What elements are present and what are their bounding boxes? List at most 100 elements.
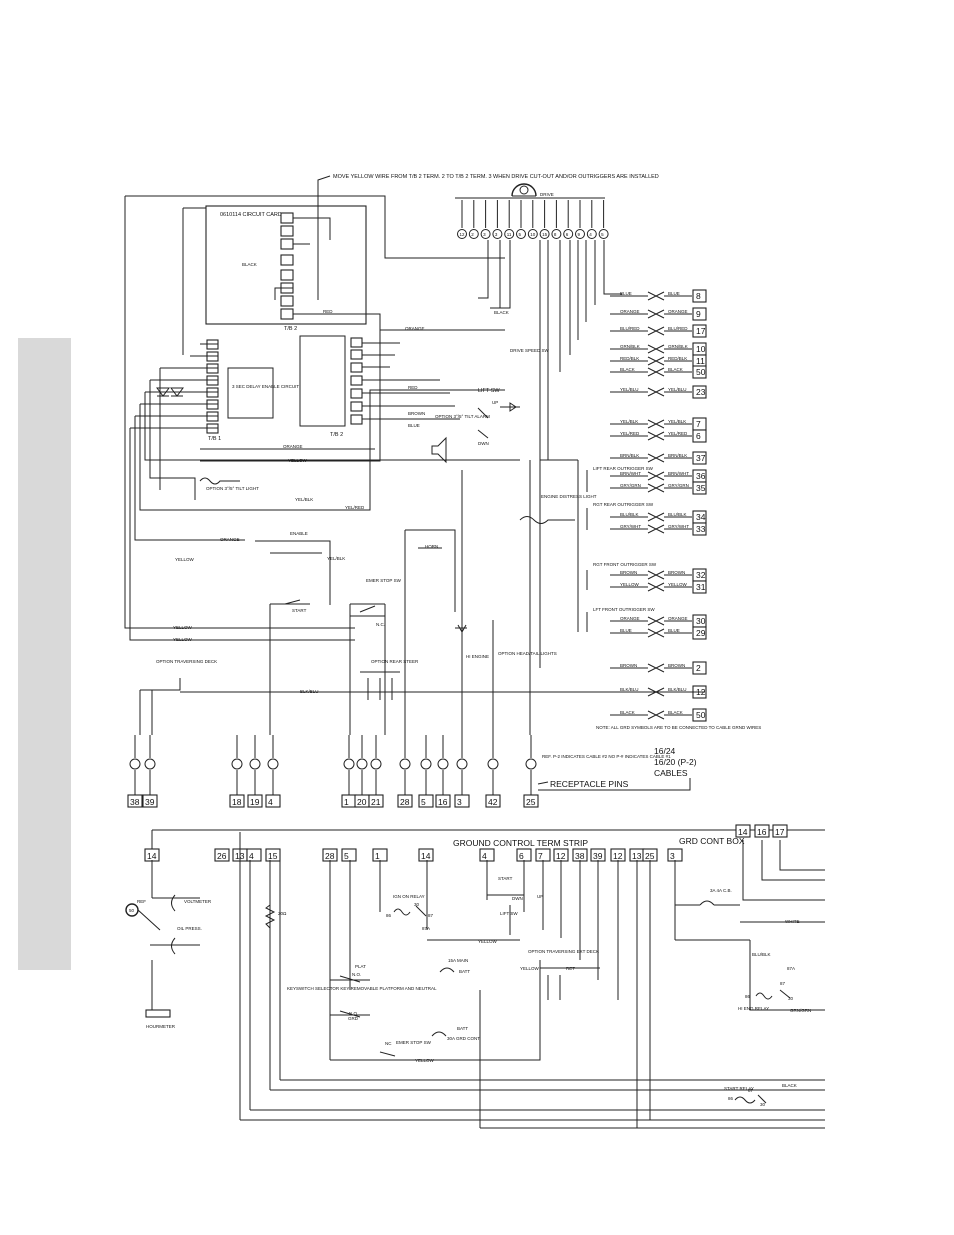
right-wire-label-2: YEL/BLU (668, 387, 687, 392)
lower-pin: 7 (535, 848, 551, 862)
right-wire-label-2: BLUE (668, 628, 680, 633)
right-pin-number: 17 (696, 326, 706, 336)
bottom-pin: 42 (485, 735, 501, 808)
right-wire-label: RED/BLK (620, 356, 639, 361)
lower-yellow-2: YELLOW (415, 1058, 435, 1063)
right-wire-label: YELLOW (620, 582, 640, 587)
right-terminal-row: BLU/RED BLU/RED 17 (610, 324, 707, 338)
hi-eng-relay: HI ENG RELAY (738, 1006, 769, 1011)
lower-pin: 6 (516, 848, 532, 862)
lower-yellow: YELLOW (478, 939, 498, 944)
wire-label-yelblk-2: YEL/BLK (327, 556, 345, 561)
cables-3: CABLES (654, 768, 688, 778)
drive-pin-number: 8 (554, 232, 557, 237)
tb2-label: T/B 2 (284, 326, 297, 332)
right-wire-label: BLUE (620, 628, 632, 633)
grn-grn-label: GRN/GRN (790, 1008, 811, 1013)
right-wire-label: GRY/GRN (620, 483, 641, 488)
tilt-light: OPTION 3°/5° TILT LIGHT (206, 486, 259, 491)
lower-pin: 4 (479, 848, 495, 862)
bottom-pin: 38 (127, 735, 143, 808)
bottom-pin: 16 (435, 735, 451, 808)
right-wire-label: BLU/RED (620, 326, 640, 331)
plat-label: PLAT (355, 964, 366, 969)
lower-pin: 12 (553, 848, 569, 862)
right-pin-number: 32 (696, 570, 706, 580)
wire-label-yellow-4: YELLOW (173, 637, 193, 642)
ref-pin: 50 (129, 908, 135, 913)
right-wire-label-2: BROWN (668, 663, 685, 668)
right-pin-number: 34 (696, 512, 706, 522)
drive-pin: 8 (551, 200, 562, 239)
hi-87: 87 (780, 981, 786, 986)
hi-engine-label: HI ENGINE (466, 654, 489, 659)
lower-pin-number: 1 (375, 851, 380, 861)
drive-pin-number: 11 (507, 232, 512, 237)
lower-pin-number: 4 (249, 851, 254, 861)
lift-up: UP (492, 400, 498, 405)
keyswitch-label: KEYSWITCH SELECTOR KEY REMOVABLE PLATFOR… (287, 986, 437, 991)
lower-dwn: DWN (512, 896, 523, 901)
right-wire-label: BLACK (620, 710, 635, 715)
right-wire-label-2: RED/BLK (668, 356, 687, 361)
bottom-pin-number: 42 (488, 797, 498, 807)
right-pin-number: 8 (696, 291, 701, 301)
voltmeter-label: VOLTMETER (184, 899, 212, 904)
wire-label-yellow: YELLOW (288, 458, 308, 463)
lower-pin: 39 (590, 848, 606, 862)
wire-label-yellow-2: YELLOW (175, 557, 195, 562)
drive-pin: 6 (563, 200, 574, 239)
resistor (264, 904, 276, 929)
lower-pin-number: 16 (757, 827, 767, 837)
hi-86: 86 (745, 994, 751, 999)
receptacle-pins: RECEPTACLE PINS (550, 779, 629, 789)
bottom-pin: 21 (368, 735, 384, 808)
right-pin-number: 29 (696, 628, 706, 638)
cables-2: 16/20 (P-2) (654, 757, 697, 767)
lower-pin-number: 12 (613, 851, 623, 861)
lower-pin-number: 5 (344, 851, 349, 861)
cb-right: 3A 4A C.B. (710, 888, 732, 893)
ref-note: REF. P-2 INDICATES CABLE #2 NO P-# INDIC… (542, 754, 671, 759)
cables-1: 16/24 (654, 746, 676, 756)
right-wire-label-2: YEL/BLK (668, 419, 686, 424)
wire-label-brown: BROWN (408, 411, 425, 416)
right-wire-label-2: BLU/RED (668, 326, 688, 331)
engine-distress: ENGINE DISTRESS LIGHT (541, 494, 597, 499)
lower-pin-number: 3 (670, 851, 675, 861)
right-pin-number: 31 (696, 582, 706, 592)
drive-pin: 15 (539, 200, 550, 239)
hourmeter-label: HOURMETER (146, 1024, 176, 1029)
card-label: 0610114 CIRCUIT CARD (220, 212, 282, 218)
lower-pin: 14 (735, 824, 751, 838)
right-wire-label: YEL/BLU (620, 387, 639, 392)
right-wire-label-2: BLK/BLU (668, 687, 687, 692)
drive-pin-number: 2 (471, 232, 474, 237)
tilt-alarm: OPTION 3°/5° TILT ALARM (435, 414, 490, 419)
lower-pin: 26 (214, 848, 230, 862)
right-wire-label-2: YEL/RED (668, 431, 688, 436)
lower-pin-number: 14 (421, 851, 431, 861)
lower-pin-number: 38 (575, 851, 585, 861)
lower-pin: 5 (341, 848, 357, 862)
ground-control-title: GROUND CONTROL TERM STRIP (453, 838, 588, 848)
start-black: BLACK (782, 1083, 797, 1088)
right-wire-label: ORANGE (620, 616, 640, 621)
right-pin-number: 36 (696, 471, 706, 481)
oil-press-label: OIL PRESS. (177, 926, 202, 931)
lower-nc: NC (385, 1041, 392, 1046)
right-wire-label-2: BRN/WHT (668, 471, 689, 476)
relay-87a: 87A (422, 926, 430, 931)
drive-connector: DRIVE (455, 183, 605, 199)
right-wire-label-2: BLACK (668, 710, 683, 715)
tb1-column (206, 339, 219, 434)
batt-label-2: BATT (457, 1026, 468, 1031)
